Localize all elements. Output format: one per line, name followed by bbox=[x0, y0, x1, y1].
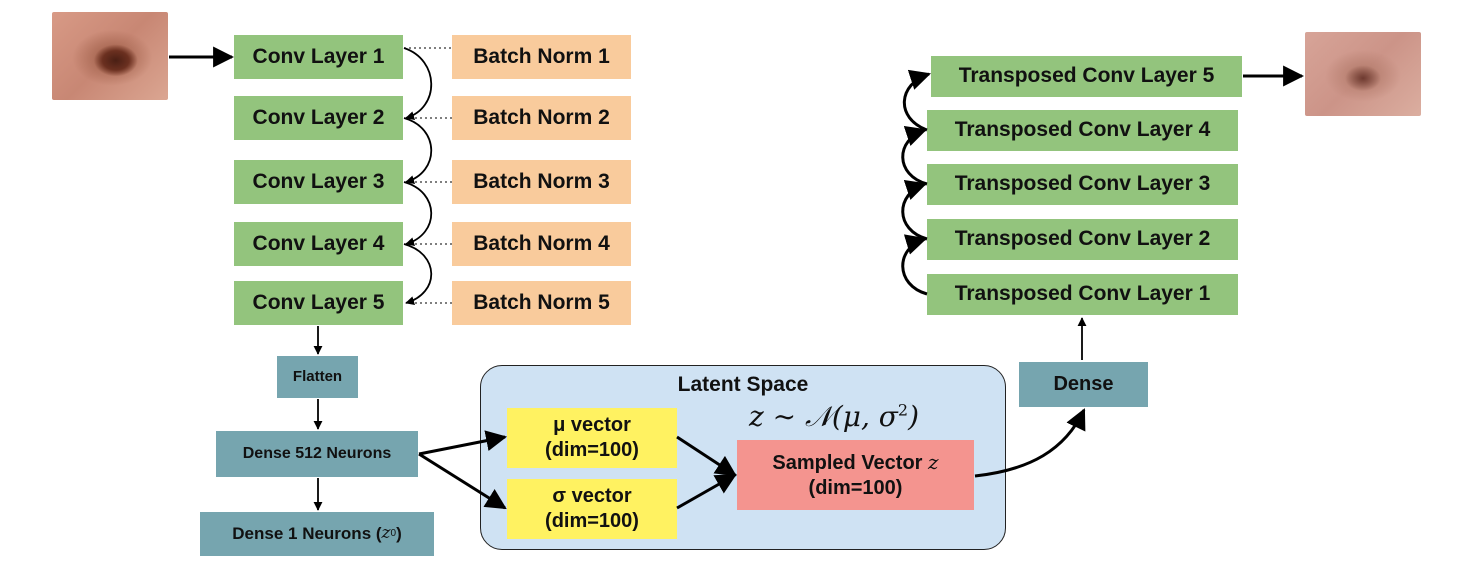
conv-layer-1: Conv Layer 1 bbox=[234, 35, 403, 79]
dense-1-close: ) bbox=[396, 524, 402, 544]
sampled-to-dense bbox=[974, 408, 1086, 478]
batch-norm-4: Batch Norm 4 bbox=[452, 222, 631, 266]
conv-curve-2 bbox=[403, 117, 433, 185]
transposed-conv-layer-5: Transposed Conv Layer 5 bbox=[931, 56, 1242, 97]
conv-curve-4 bbox=[403, 243, 433, 306]
dense-to-sigma bbox=[418, 452, 507, 510]
sampled-vector: Sampled Vector z (dim=100) bbox=[737, 440, 974, 510]
sigma-to-sampled bbox=[676, 473, 737, 510]
conv-layer-2: Conv Layer 2 bbox=[234, 96, 403, 140]
transposed-conv-layer-1: Transposed Conv Layer 1 bbox=[927, 274, 1238, 315]
sampled-vector-symbol: z bbox=[928, 449, 939, 474]
latent-formula-sup: 2 bbox=[897, 400, 909, 420]
sigma-vector: σ vector (dim=100) bbox=[507, 479, 677, 539]
batch-norm-5: Batch Norm 5 bbox=[452, 281, 631, 325]
sampled-vector-dim: (dim=100) bbox=[808, 476, 903, 499]
output-image bbox=[1305, 32, 1421, 116]
sigma-vector-label: σ vector bbox=[552, 485, 632, 507]
transposed-conv-layer-4: Transposed Conv Layer 4 bbox=[927, 110, 1238, 151]
mu-vector: μ vector (dim=100) bbox=[507, 408, 677, 468]
latent-formula-text: z ∼ 𝒩(μ, σ bbox=[749, 400, 898, 433]
tconv-curve-4 bbox=[902, 69, 931, 132]
tconv-curve-3 bbox=[901, 126, 928, 186]
latent-formula: z ∼ 𝒩(μ, σ2) bbox=[749, 400, 919, 434]
mu-vector-label: μ vector bbox=[553, 414, 631, 436]
decoder-dense-layer: Dense bbox=[1019, 362, 1148, 407]
transposed-conv-layer-2: Transposed Conv Layer 2 bbox=[927, 219, 1238, 260]
batch-norm-3: Batch Norm 3 bbox=[452, 160, 631, 204]
latent-formula-close: ) bbox=[908, 400, 919, 433]
latent-space-title: Latent Space bbox=[677, 373, 809, 396]
conv-layer-4: Conv Layer 4 bbox=[234, 222, 403, 266]
batch-norm-1: Batch Norm 1 bbox=[452, 35, 631, 79]
dense-1-symbol: z bbox=[381, 523, 391, 544]
mu-to-sampled bbox=[676, 435, 737, 477]
transposed-conv-layer-3: Transposed Conv Layer 3 bbox=[927, 164, 1238, 205]
dense-to-mu bbox=[418, 430, 508, 456]
conv-layer-5: Conv Layer 5 bbox=[234, 281, 403, 325]
conv-curve-3 bbox=[403, 181, 433, 247]
batch-norm-2: Batch Norm 2 bbox=[452, 96, 631, 140]
conv-layer-3: Conv Layer 3 bbox=[234, 160, 403, 204]
sigma-vector-dim: (dim=100) bbox=[545, 510, 639, 532]
sampled-vector-label: Sampled Vector bbox=[772, 451, 929, 474]
input-image bbox=[52, 12, 168, 100]
dense-1-label: Dense 1 Neurons ( bbox=[232, 524, 382, 544]
conv-curve-1 bbox=[403, 47, 433, 121]
tconv-curve-2 bbox=[901, 180, 928, 241]
flatten-layer: Flatten bbox=[277, 356, 358, 398]
tconv-curve-1 bbox=[901, 234, 928, 296]
dense-1-subscript: 0 bbox=[390, 527, 397, 539]
mu-vector-dim: (dim=100) bbox=[545, 439, 639, 461]
dense-512-layer: Dense 512 Neurons bbox=[216, 431, 418, 477]
